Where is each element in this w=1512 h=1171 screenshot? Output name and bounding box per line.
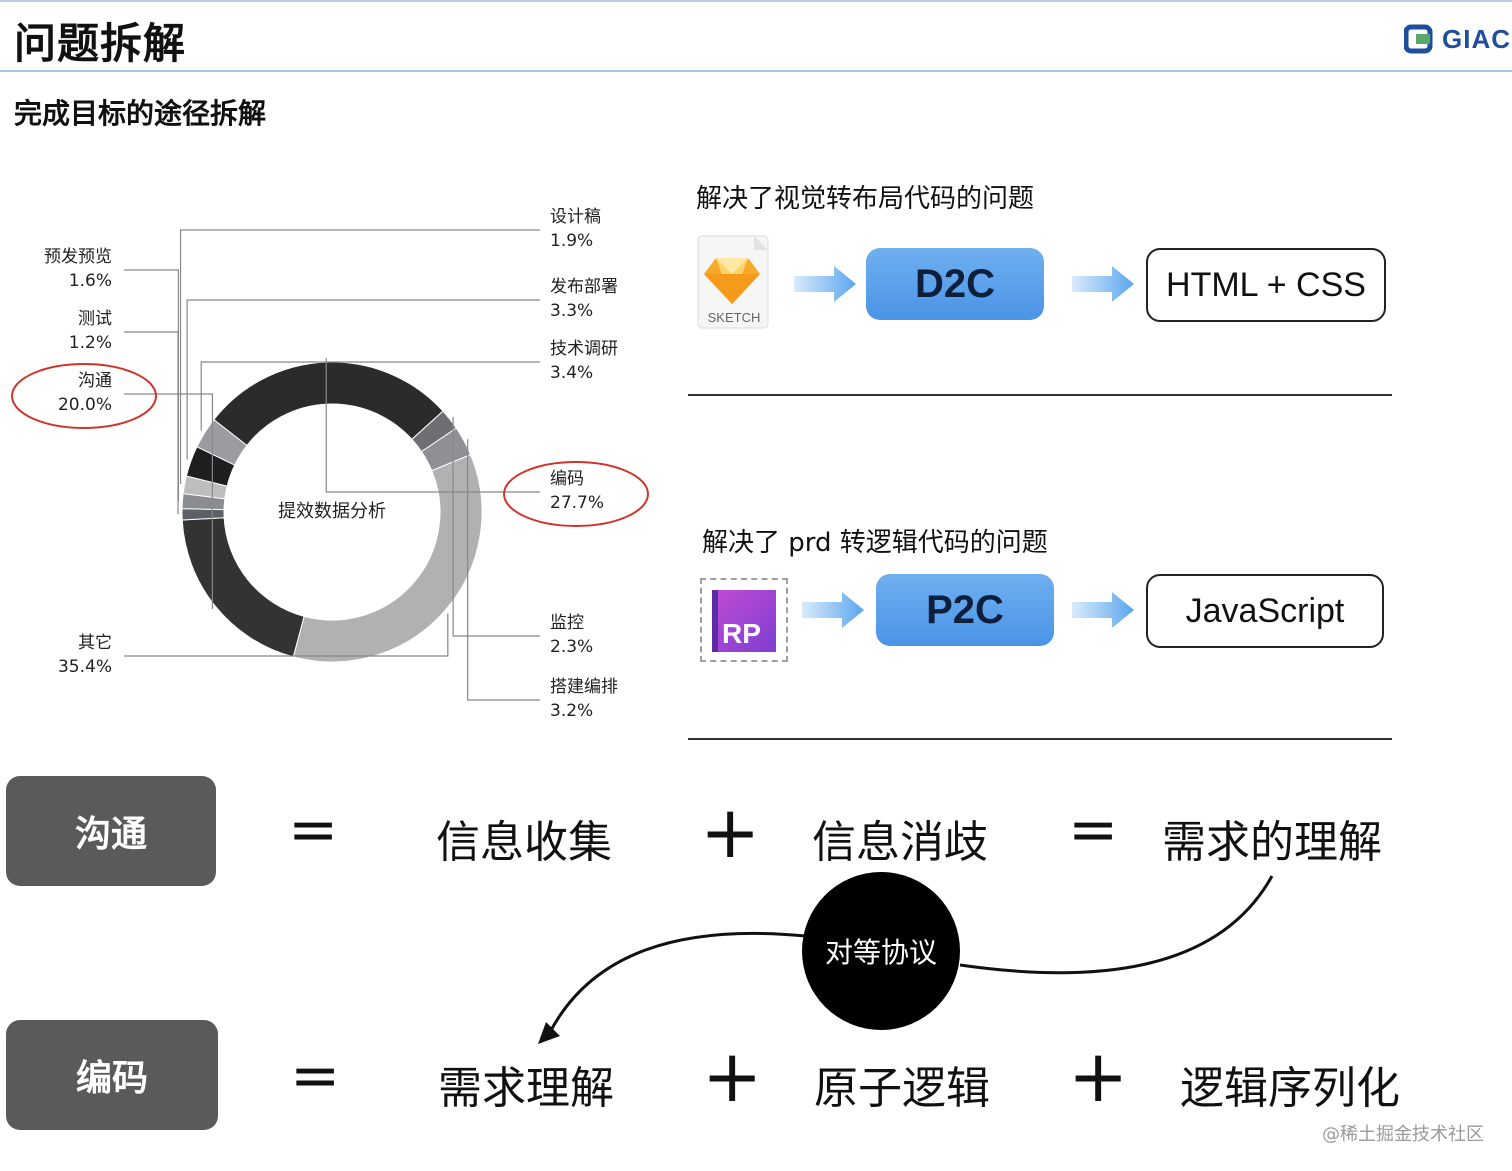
flow-1-title: 解决了视觉转布局代码的问题 xyxy=(696,184,1035,214)
leader-line xyxy=(124,613,449,657)
donut-chart: 编码 27.7% 监控 2.3% 搭建编排 3.2% 其它 35.4% 沟通 20.0% 测试 1.2… xyxy=(11,207,649,721)
output-javascript: JavaScript xyxy=(1146,574,1384,648)
leader-line xyxy=(452,416,540,637)
donut-slice xyxy=(196,418,248,466)
leader-line xyxy=(124,269,180,501)
slice-label: 技术调研 xyxy=(550,339,618,359)
leader-line xyxy=(325,358,540,493)
divider xyxy=(688,738,1392,740)
section-subtitle: 完成目标的途径拆解 xyxy=(14,97,267,130)
slice-label: 监控 xyxy=(550,613,584,633)
sketch-icon: SKETCH xyxy=(694,232,774,332)
leader-line xyxy=(124,331,179,515)
slice-value-label: 1.6% xyxy=(69,271,112,291)
slice-label: 其它 xyxy=(78,633,112,653)
watermark: @稀土掘金技术社区 xyxy=(1322,1124,1484,1145)
term-requirement-understanding-2: 需求理解 xyxy=(438,1063,614,1114)
slice-label: 搭建编排 xyxy=(550,677,618,697)
slice-labels: 编码 27.7% 监控 2.3% 搭建编排 3.2% 其它 35.4% 沟通 20.0% 测试 1.2… xyxy=(11,207,649,721)
arrow-icon xyxy=(792,262,858,310)
slice-label: 沟通 xyxy=(78,371,112,391)
slice-value-label: 1.9% xyxy=(550,231,593,251)
divider xyxy=(688,394,1392,396)
slice-value-label: 3.3% xyxy=(550,301,593,321)
p2c-badge: P2C xyxy=(876,574,1054,646)
leader-line xyxy=(200,361,540,431)
giac-logo-icon xyxy=(1404,24,1433,54)
term-logic-serialization: 逻辑序列化 xyxy=(1180,1063,1400,1114)
slice-value-label: 3.2% xyxy=(550,701,593,721)
donut-slice xyxy=(181,517,305,658)
page-title: 问题拆解 xyxy=(14,19,187,68)
slice-label: 预发预览 xyxy=(44,247,112,267)
slice-value-label: 35.4% xyxy=(58,657,112,677)
term-atomic-logic: 原子逻辑 xyxy=(814,1063,990,1114)
leader-line xyxy=(124,393,213,609)
plus-sign: + xyxy=(700,790,761,874)
slice-label: 编码 xyxy=(550,469,584,489)
axure-rp-icon: RP xyxy=(700,578,788,662)
term-requirement-understanding: 需求的理解 xyxy=(1162,817,1382,868)
term-info-disambiguation: 信息消歧 xyxy=(812,817,988,868)
header-bar xyxy=(0,0,1512,72)
term-box-coding: 编码 xyxy=(6,1020,218,1130)
leader-line xyxy=(467,439,540,701)
slice-label: 测试 xyxy=(78,309,112,329)
plus-sign: + xyxy=(702,1034,763,1118)
output-html-css: HTML + CSS xyxy=(1146,248,1386,322)
leader-line xyxy=(179,229,540,485)
term-info-collection: 信息收集 xyxy=(436,817,612,868)
rp-caption: RP xyxy=(722,618,761,649)
slice-label: 设计稿 xyxy=(550,207,601,227)
slice-value-label: 20.0% xyxy=(58,395,112,415)
arrow-icon xyxy=(1070,262,1136,310)
peer-protocol-circle: 对等协议 xyxy=(802,872,960,1030)
flow-2-title: 解决了 prd 转逻辑代码的问题 xyxy=(702,528,1048,558)
leader-lines xyxy=(124,229,540,701)
equals-sign: = xyxy=(1068,795,1119,865)
arrow-icon xyxy=(1070,588,1136,636)
equals-sign: = xyxy=(288,795,339,865)
donut-slice xyxy=(292,453,483,663)
logo-text: GIAC xyxy=(1442,23,1511,54)
slice-value-label: 27.7% xyxy=(550,493,604,513)
slice-value-label: 1.2% xyxy=(69,333,112,353)
slice-label: 发布部署 xyxy=(550,277,618,297)
giac-logo: GIAC xyxy=(1404,22,1511,56)
leader-line xyxy=(186,299,540,460)
bridge-curve xyxy=(538,875,1274,1044)
donut-slice xyxy=(213,361,444,447)
donut-slice xyxy=(181,508,225,521)
sketch-caption: SKETCH xyxy=(707,310,761,325)
highlight-ring xyxy=(11,363,157,429)
d2c-badge: D2C xyxy=(866,248,1044,320)
highlight-ring xyxy=(503,461,649,527)
equals-sign: = xyxy=(290,1041,341,1111)
arrow-icon xyxy=(800,588,866,636)
term-box-communication: 沟通 xyxy=(6,776,216,886)
slice-value-label: 3.4% xyxy=(550,363,593,383)
slice-value-label: 2.3% xyxy=(550,637,593,657)
plus-sign: + xyxy=(1068,1034,1129,1118)
donut-center-label: 提效数据分析 xyxy=(278,501,386,522)
